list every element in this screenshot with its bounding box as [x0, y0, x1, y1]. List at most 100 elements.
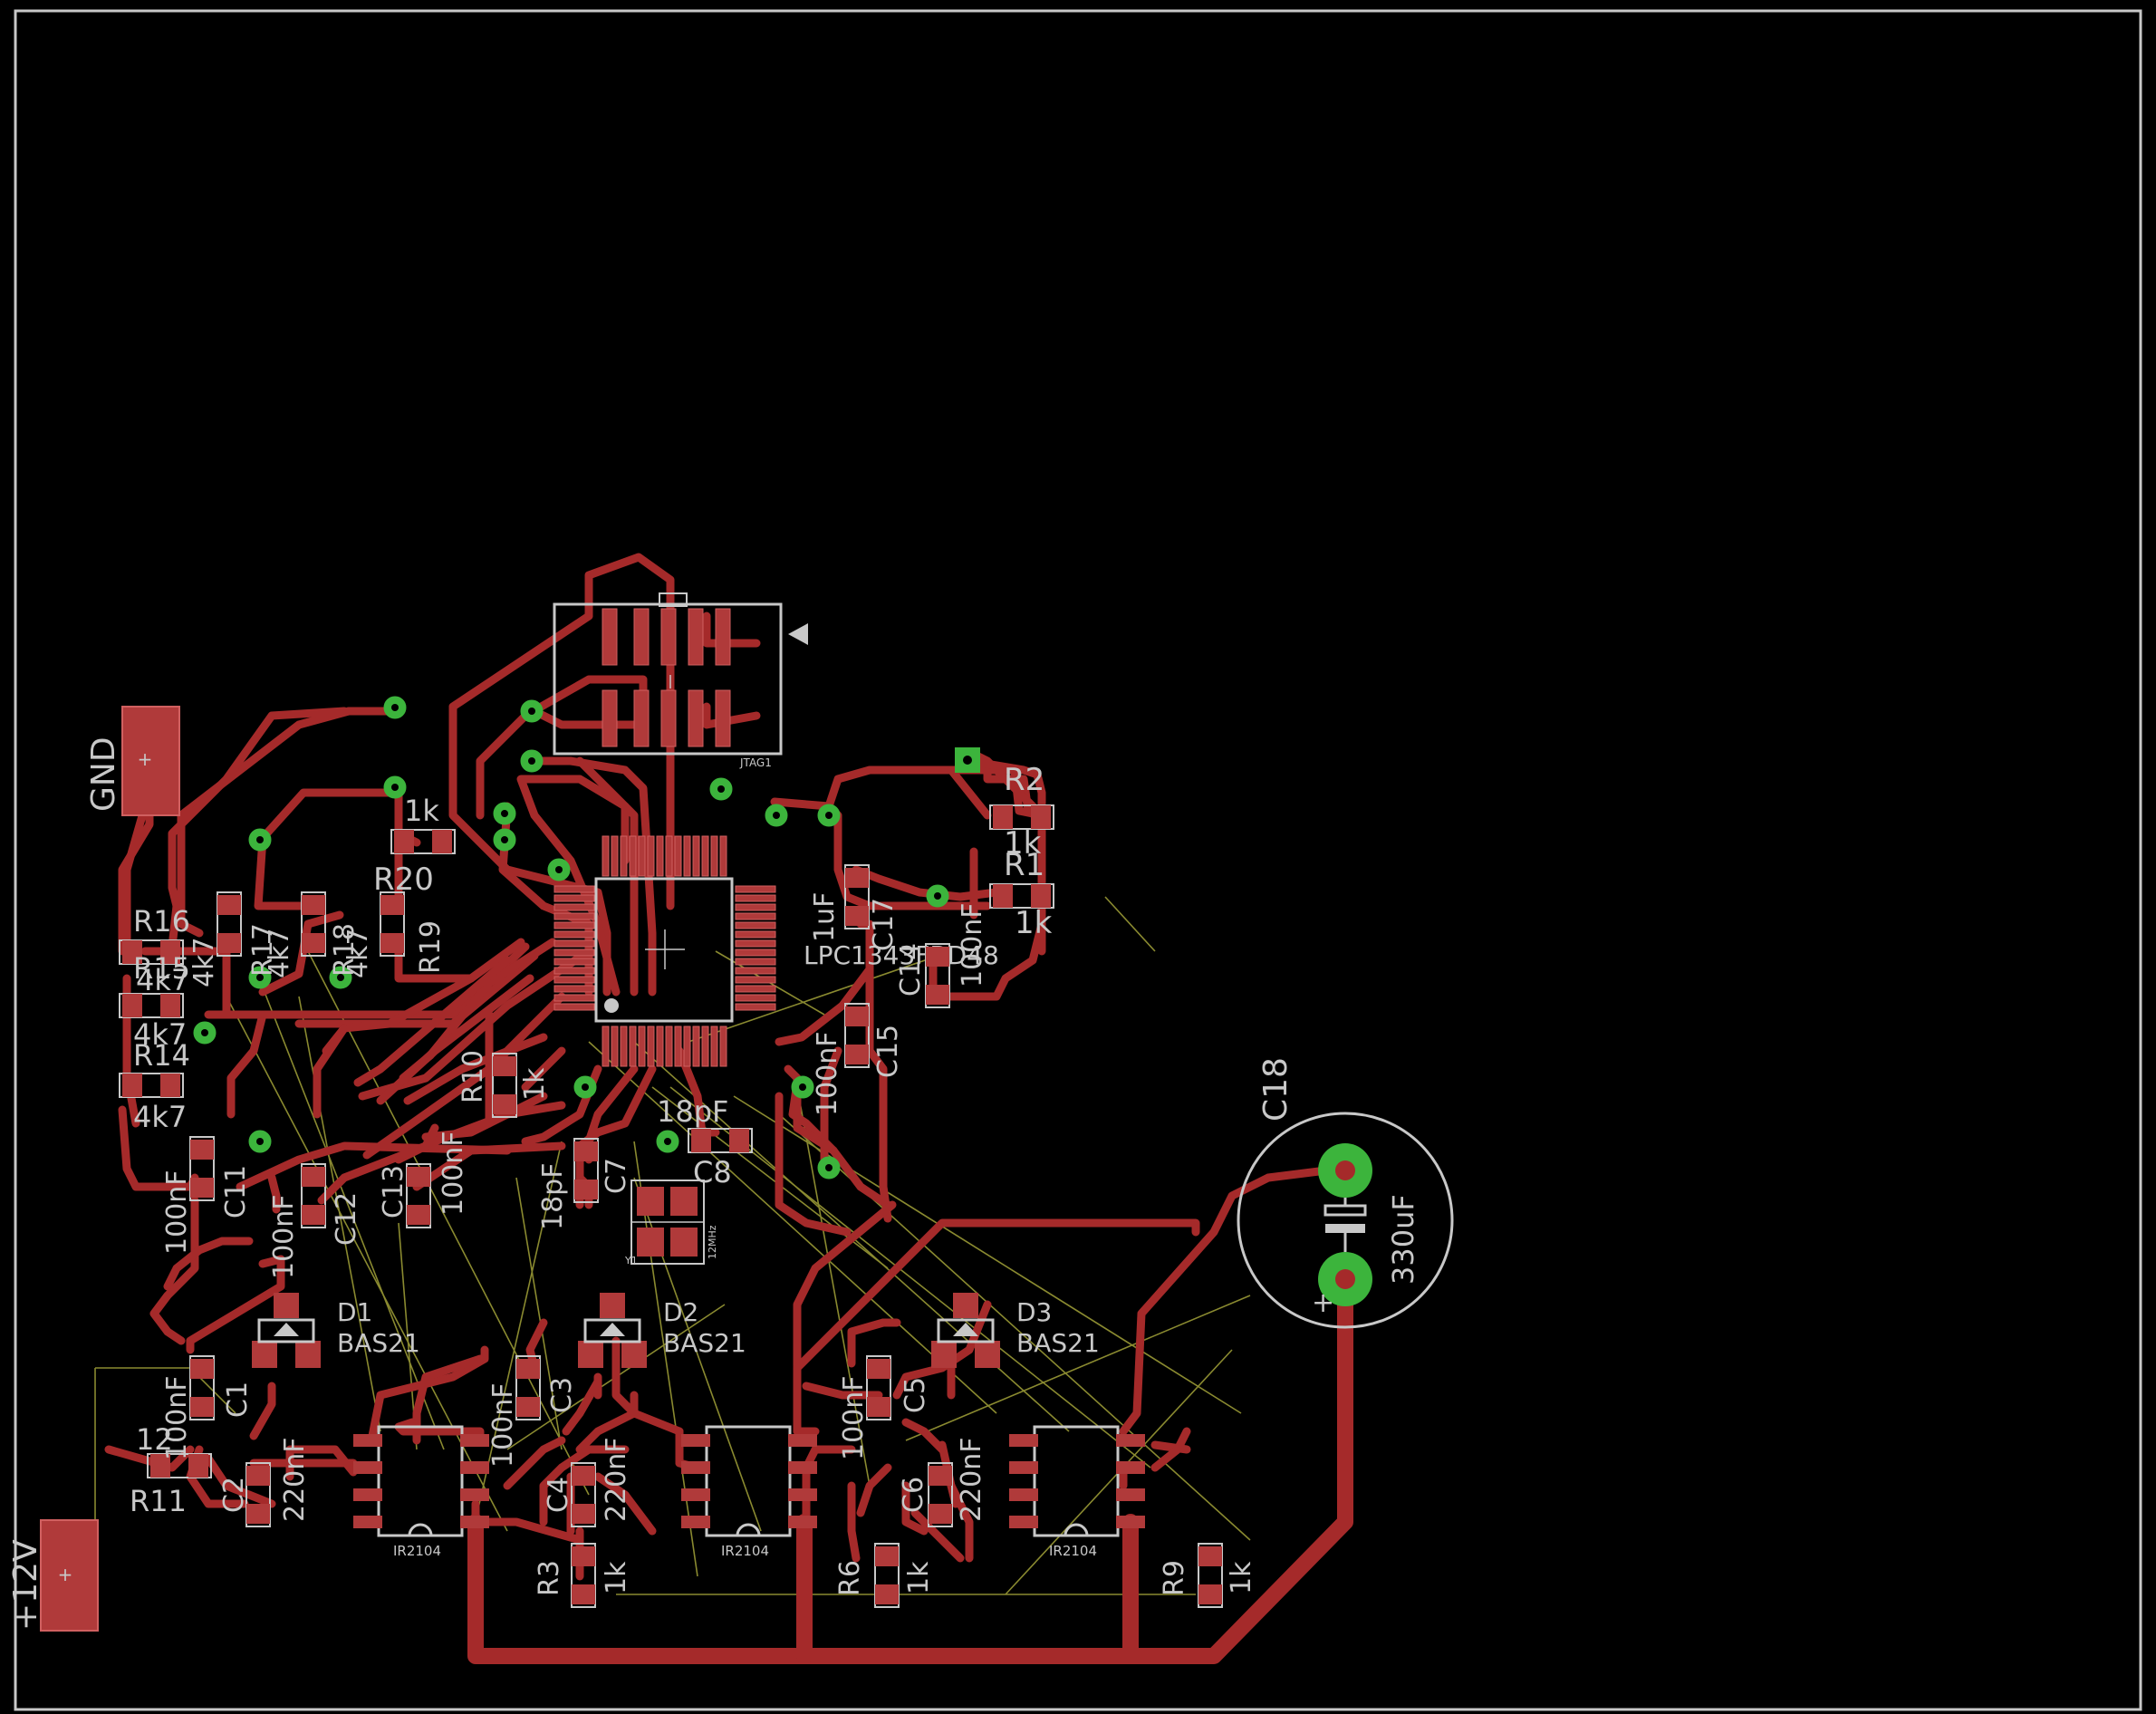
svg-text:1uF: 1uF [809, 892, 841, 942]
svg-text:12MHz: 12MHz [707, 1225, 718, 1259]
svg-text:100nF: 100nF [161, 1170, 193, 1255]
capacitor-c6: C6 220nF [898, 1437, 987, 1527]
svg-text:4k7: 4k7 [133, 1100, 187, 1134]
capacitor-c18: + C18 330uF [1237, 1057, 1454, 1329]
resistor-r1: R1 1k [989, 847, 1054, 941]
gnd-pad: + GND [85, 706, 180, 816]
svg-text:1k: 1k [903, 1561, 935, 1594]
resistor-r3: R3 1k [534, 1543, 632, 1608]
capacitor-c4: C4 220nF [543, 1437, 632, 1527]
svg-text:C7: C7 [601, 1158, 632, 1194]
svg-text:220nF: 220nF [279, 1437, 311, 1522]
svg-text:IR2104: IR2104 [393, 1543, 441, 1559]
svg-text:100nF: 100nF [268, 1194, 300, 1279]
svg-text:IR2104: IR2104 [721, 1543, 769, 1559]
svg-text:R1: R1 [1004, 847, 1044, 883]
resistor-r10: R10 1k [457, 1050, 551, 1118]
resistor-r9: R9 1k [1159, 1543, 1257, 1608]
svg-text:330uF: 330uF [1386, 1194, 1420, 1285]
svg-text:C6: C6 [898, 1477, 929, 1513]
svg-text:1k: 1k [1004, 825, 1042, 862]
capacitor-c17: 1uF C17 [809, 864, 900, 951]
svg-text:R15: R15 [133, 951, 190, 986]
crystal-y1: Y1 12MHz [624, 1180, 718, 1266]
svg-text:+: + [138, 748, 153, 770]
capacitor-c11: 100nF C11 [161, 1136, 252, 1255]
svg-text:100nF: 100nF [838, 1375, 870, 1460]
diode-d2: D2 BAS21 [578, 1293, 746, 1368]
mcu-body-outline [594, 877, 734, 1023]
svg-text:1k: 1k [1015, 905, 1053, 941]
svg-text:100nF: 100nF [438, 1131, 469, 1216]
svg-text:D2: D2 [663, 1297, 698, 1327]
svg-text:4k7: 4k7 [188, 937, 220, 987]
svg-text:C11: C11 [220, 1165, 252, 1218]
power-traces [467, 1265, 1353, 1664]
capacitor-c12: 100nF C12 [268, 1163, 362, 1279]
resistor-r15: R15 4k7 [119, 951, 190, 1052]
svg-text:R11: R11 [130, 1484, 187, 1518]
svg-text:R6: R6 [834, 1560, 866, 1596]
svg-text:BAS21: BAS21 [1016, 1328, 1100, 1358]
mcu-value-label: LPC1343FBD48 [804, 940, 999, 970]
svg-text:4k7: 4k7 [342, 928, 374, 978]
svg-text:IR2104: IR2104 [1049, 1543, 1097, 1559]
capacitor-c8: 18pF C8 [657, 1094, 753, 1189]
resistor-r2: R2 1k [989, 762, 1054, 862]
svg-text:C3: C3 [546, 1377, 578, 1413]
mcu-pin1-marker [604, 998, 619, 1013]
svg-text:100nF: 100nF [161, 1375, 193, 1460]
resistor-r17: 4k7 R17 [188, 891, 279, 987]
diode-d1: D1 BAS21 [252, 1293, 420, 1368]
resistor-r19: 4k7 R19 [342, 891, 447, 978]
svg-text:+: + [58, 1564, 73, 1585]
svg-text:C8: C8 [693, 1155, 732, 1189]
capacitor-c3: 100nF C3 [487, 1355, 578, 1468]
svg-text:1k: 1k [404, 794, 439, 828]
jtag-pin1-arrow [788, 623, 808, 645]
svg-text:C13: C13 [378, 1165, 409, 1218]
svg-text:12: 12 [136, 1422, 173, 1457]
driver-ir2104-1: IR2104 [353, 1425, 489, 1559]
svg-text:R17: R17 [247, 923, 279, 977]
svg-text:1k: 1k [1226, 1561, 1257, 1594]
capacitor-c7: 18pF C7 [537, 1138, 632, 1230]
resistor-r6: R6 1k [834, 1543, 935, 1608]
svg-text:R10: R10 [457, 1050, 489, 1103]
mcu-left-pins [553, 885, 595, 1011]
svg-text:BAS21: BAS21 [663, 1328, 746, 1358]
svg-text:4k7: 4k7 [264, 928, 295, 978]
resistor-r16: R16 4k7 [119, 904, 190, 997]
svg-text:C12: C12 [331, 1192, 362, 1246]
board-outline [14, 9, 2142, 1711]
svg-text:100nF: 100nF [957, 902, 988, 987]
svg-text:D3: D3 [1016, 1297, 1052, 1327]
mcu-lpc1343: LPC1343FBD48 [553, 835, 999, 1067]
jtag-label: JTAG1 [739, 756, 772, 769]
svg-text:Y1: Y1 [624, 1255, 638, 1266]
capacitor-c15: 100nF C15 [812, 1003, 904, 1116]
svg-text:+: + [1312, 1287, 1334, 1319]
vias [193, 696, 980, 1180]
diode-d3: D3 BAS21 [931, 1293, 1100, 1368]
svg-text:R14: R14 [133, 1038, 190, 1073]
resistor-r18: 4k7 R18 [264, 891, 361, 978]
svg-text:18pF: 18pF [657, 1094, 728, 1129]
svg-text:C1: C1 [222, 1382, 254, 1418]
capacitor-c5: 100nF C5 [838, 1355, 931, 1460]
svg-text:R16: R16 [133, 904, 190, 939]
svg-text:100nF: 100nF [487, 1382, 519, 1468]
svg-text:1k: 1k [601, 1561, 632, 1594]
svg-text:1k: 1k [519, 1067, 551, 1101]
svg-text:R3: R3 [534, 1560, 565, 1596]
svg-text:R9: R9 [1159, 1560, 1190, 1596]
svg-text:C18: C18 [1257, 1057, 1295, 1122]
svg-text:4k7: 4k7 [136, 963, 189, 997]
driver-ir2104-3: IR2104 [1009, 1425, 1145, 1559]
svg-text:220nF: 220nF [956, 1437, 987, 1522]
mcu-bottom-pins [602, 1026, 727, 1067]
svg-text:C4: C4 [543, 1477, 574, 1513]
gnd-label: GND [85, 737, 122, 812]
